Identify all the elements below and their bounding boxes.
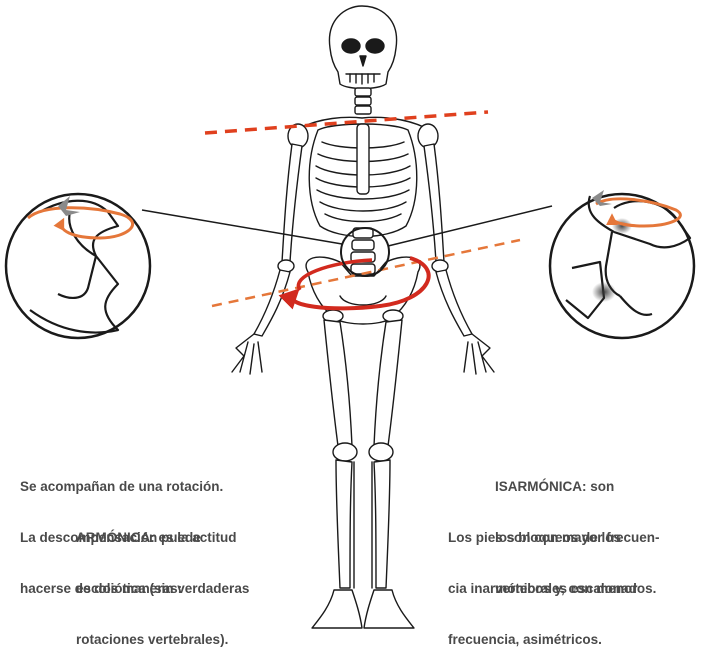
caption-line: ISARMÓNICA: son xyxy=(495,478,656,495)
vertebra-shadow-right xyxy=(592,282,616,302)
right-leg xyxy=(364,320,414,628)
lumbar-spine xyxy=(351,228,375,274)
rib-cage xyxy=(309,124,417,237)
caption-line: cia inarmónicos y, con menor xyxy=(448,580,660,597)
caption-line: escoliótica (sin verdaderas xyxy=(76,580,249,597)
left-leg xyxy=(312,320,362,628)
caption-pies: Los pies son con mayor frecuen- cia inar… xyxy=(448,495,660,665)
left-arm xyxy=(232,144,302,374)
disharmonic-vertebra-inset xyxy=(550,190,694,338)
connector-left xyxy=(142,210,342,244)
cervical-spine xyxy=(355,88,371,114)
caption-line: ARMÓNICA: es la actitud xyxy=(76,529,249,546)
harmonic-vertebra-inset xyxy=(6,194,150,338)
skull xyxy=(329,6,396,89)
caption-line: frecuencia, asimétricos. xyxy=(448,631,660,648)
caption-line: Se acompañan de una rotación. xyxy=(20,478,223,495)
caption-armonica: ARMÓNICA: es la actitud escoliótica (sin… xyxy=(76,495,249,665)
caption-line: Los pies son con mayor frecuen- xyxy=(448,529,660,546)
caption-line: rotaciones vertebrales). xyxy=(76,631,249,648)
